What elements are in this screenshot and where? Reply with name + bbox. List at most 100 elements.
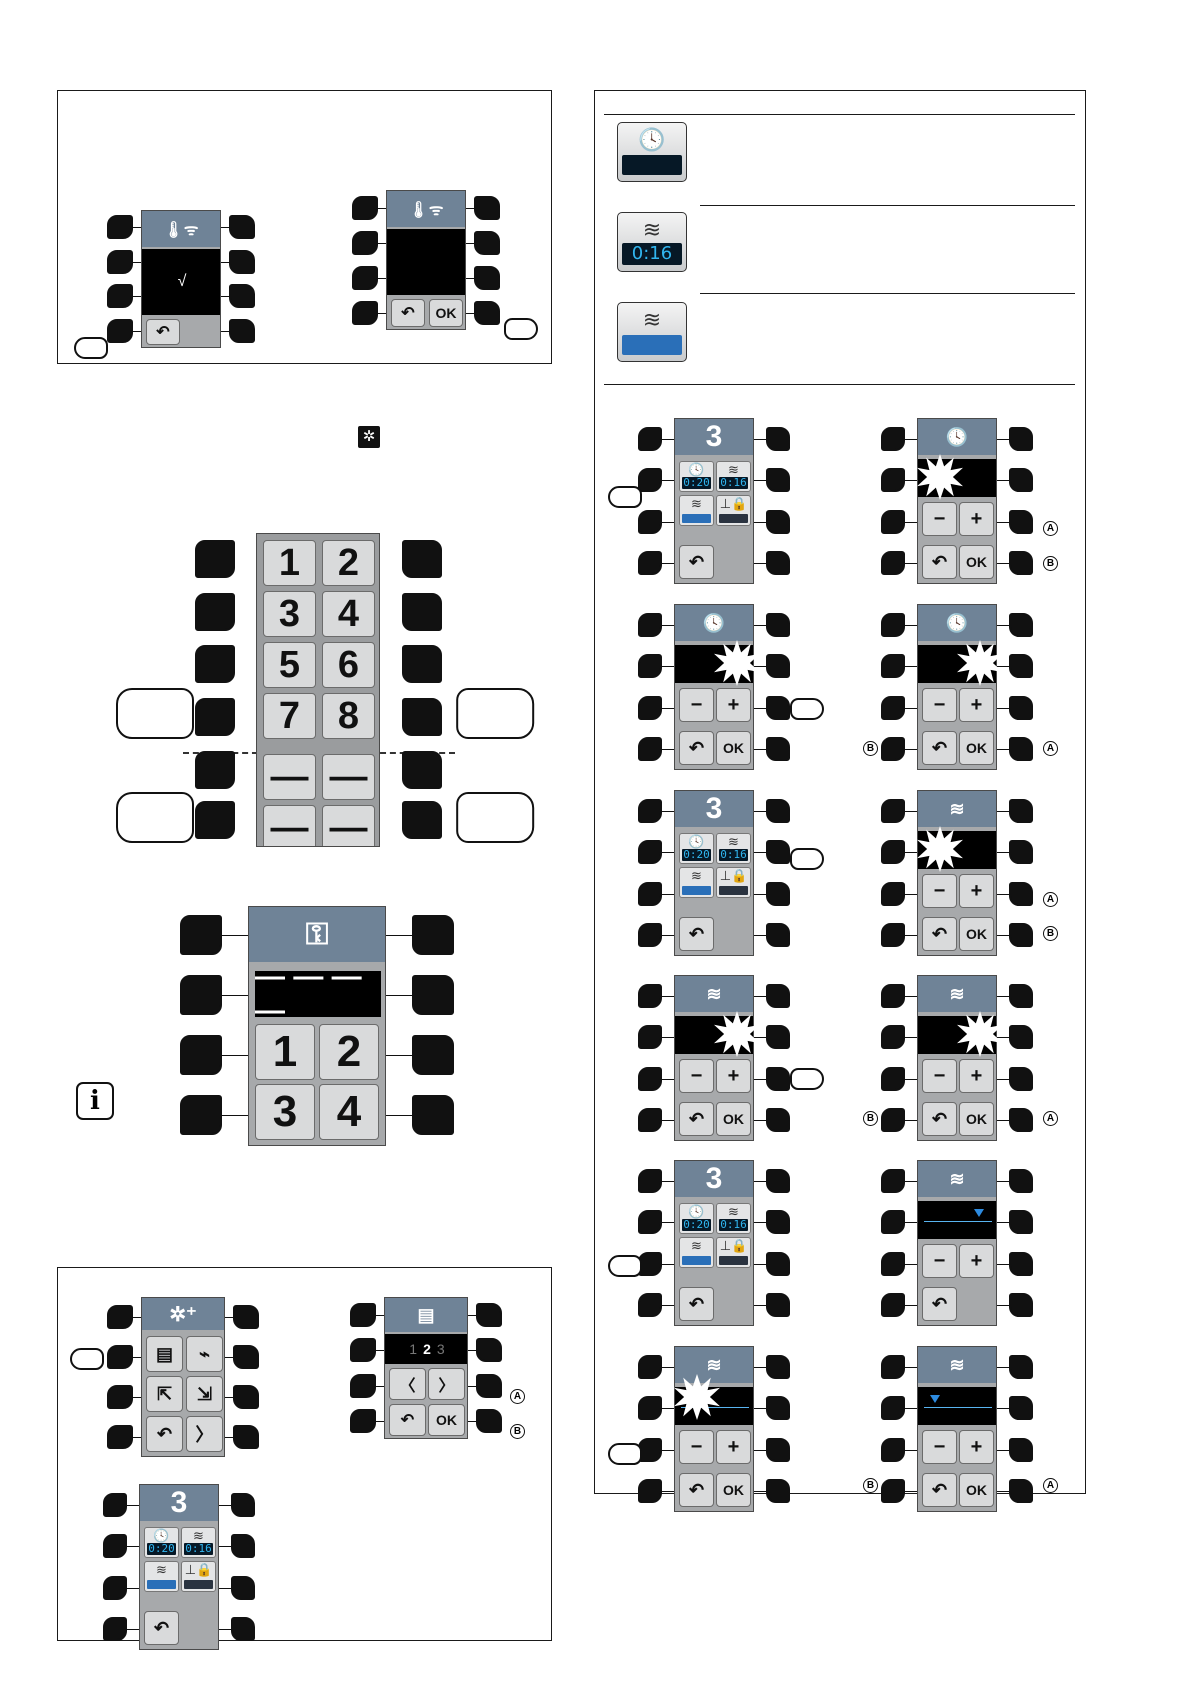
- side-button-right[interactable]: [233, 1305, 259, 1329]
- side-button-right[interactable]: [766, 923, 790, 948]
- side-button-left[interactable]: [881, 509, 905, 534]
- ok-button[interactable]: OK: [959, 1473, 994, 1507]
- side-button-left[interactable]: [881, 1108, 905, 1133]
- side-button-right[interactable]: [402, 540, 442, 578]
- side-button-right[interactable]: [766, 840, 790, 865]
- range-tile[interactable]: ≋: [679, 1237, 714, 1268]
- side-button-right[interactable]: [233, 1345, 259, 1369]
- side-button-left[interactable]: [638, 1354, 662, 1379]
- side-button-right[interactable]: [766, 551, 790, 576]
- side-button-left[interactable]: [352, 195, 378, 220]
- side-button-left[interactable]: [881, 551, 905, 576]
- timer-tile[interactable]: 🕓0:20: [679, 461, 714, 492]
- side-button-right[interactable]: [766, 695, 790, 720]
- side-button-right[interactable]: [412, 915, 454, 955]
- side-button-right[interactable]: [766, 1210, 790, 1235]
- side-button-left[interactable]: [103, 1492, 127, 1517]
- duration-tile[interactable]: ≋0:16: [181, 1527, 216, 1558]
- side-button-right[interactable]: [402, 801, 442, 839]
- side-button-left[interactable]: [107, 1305, 133, 1329]
- side-button-right[interactable]: [766, 509, 790, 534]
- side-button-right[interactable]: [1009, 654, 1033, 679]
- next-button[interactable]: 〉: [428, 1368, 465, 1400]
- side-button-right[interactable]: [1009, 737, 1033, 762]
- import-settings-icon[interactable]: ⇲: [186, 1376, 223, 1412]
- keypad-key[interactable]: —: [263, 805, 316, 846]
- ok-button[interactable]: OK: [959, 545, 994, 579]
- side-button-left[interactable]: [195, 751, 235, 789]
- back-button[interactable]: ↶: [922, 1287, 957, 1321]
- side-button-left[interactable]: [881, 468, 905, 493]
- side-button-left[interactable]: [638, 654, 662, 679]
- keypad-key[interactable]: 1: [263, 540, 316, 586]
- ok-button[interactable]: OK: [716, 1102, 751, 1136]
- side-button-right[interactable]: [1009, 840, 1033, 865]
- selector-option[interactable]: 2: [423, 1341, 431, 1357]
- side-button-left[interactable]: [352, 265, 378, 290]
- side-button-right[interactable]: [229, 318, 255, 343]
- side-button-right[interactable]: [476, 1409, 502, 1434]
- side-button-right[interactable]: [766, 1396, 790, 1421]
- side-button-right[interactable]: [766, 426, 790, 451]
- side-button-left[interactable]: [881, 798, 905, 823]
- side-button-right[interactable]: [412, 1095, 454, 1135]
- side-button-right[interactable]: [766, 1168, 790, 1193]
- side-button-right[interactable]: [402, 645, 442, 683]
- side-button-right[interactable]: [231, 1575, 255, 1600]
- timer-tile[interactable]: 🕓0:20: [679, 833, 714, 864]
- timer-tile[interactable]: 🕓0:20: [144, 1527, 179, 1558]
- side-button-right[interactable]: [233, 1425, 259, 1449]
- side-button-left[interactable]: [195, 540, 235, 578]
- side-button-right[interactable]: [1009, 551, 1033, 576]
- side-button-left[interactable]: [881, 1293, 905, 1318]
- side-button-left[interactable]: [107, 215, 133, 240]
- side-button-right[interactable]: [1009, 468, 1033, 493]
- side-button-left[interactable]: [107, 1345, 133, 1369]
- side-button-left[interactable]: [881, 654, 905, 679]
- minus-button[interactable]: −: [922, 688, 957, 722]
- side-button-left[interactable]: [638, 426, 662, 451]
- side-button-right[interactable]: [402, 593, 442, 631]
- side-button-right[interactable]: [766, 1025, 790, 1050]
- keypad-key[interactable]: 4: [322, 591, 375, 637]
- side-button-left[interactable]: [352, 300, 378, 325]
- keypad-key[interactable]: —: [322, 754, 375, 800]
- timer-tile[interactable]: 🕓0:20: [679, 1203, 714, 1234]
- side-button-right[interactable]: [766, 468, 790, 493]
- side-button-right[interactable]: [474, 265, 500, 290]
- range-tile[interactable]: ≋: [679, 867, 714, 898]
- side-button-left[interactable]: [638, 551, 662, 576]
- side-button-left[interactable]: [107, 1425, 133, 1449]
- keypad-key[interactable]: 7: [263, 693, 316, 739]
- lock-tile[interactable]: ⊥🔒: [716, 867, 751, 898]
- side-button-left[interactable]: [881, 1396, 905, 1421]
- side-button-right[interactable]: [1009, 983, 1033, 1008]
- side-button-left[interactable]: [881, 695, 905, 720]
- side-button-right[interactable]: [474, 195, 500, 220]
- side-button-right[interactable]: [231, 1534, 255, 1559]
- keypad-key[interactable]: 3: [263, 591, 316, 637]
- side-button-left[interactable]: [350, 1373, 376, 1398]
- back-button[interactable]: ↶: [389, 1404, 426, 1436]
- side-button-left[interactable]: [881, 881, 905, 906]
- side-button-left[interactable]: [195, 698, 235, 736]
- pin-key[interactable]: 3: [255, 1084, 315, 1140]
- side-button-right[interactable]: [412, 1035, 454, 1075]
- side-button-left[interactable]: [881, 737, 905, 762]
- side-button-left[interactable]: [638, 1108, 662, 1133]
- side-button-left[interactable]: [352, 230, 378, 255]
- side-button-right[interactable]: [1009, 695, 1033, 720]
- side-button-right[interactable]: [1009, 1354, 1033, 1379]
- back-button[interactable]: ↶: [922, 917, 957, 951]
- back-button[interactable]: ↶: [679, 731, 714, 765]
- minus-button[interactable]: −: [679, 688, 714, 722]
- side-button-right[interactable]: [766, 881, 790, 906]
- side-button-right[interactable]: [229, 215, 255, 240]
- side-button-right[interactable]: [766, 983, 790, 1008]
- side-button-right[interactable]: [474, 230, 500, 255]
- keypad-key[interactable]: —: [263, 754, 316, 800]
- side-button-left[interactable]: [638, 1168, 662, 1193]
- side-button-left[interactable]: [180, 1095, 222, 1135]
- side-button-left[interactable]: [881, 1066, 905, 1091]
- manual-icon[interactable]: ▤: [146, 1336, 183, 1372]
